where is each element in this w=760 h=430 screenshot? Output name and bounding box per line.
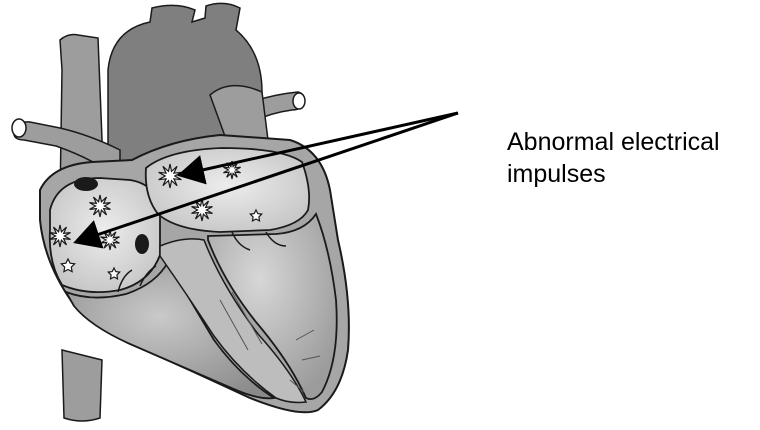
annotation-label: Abnormal electrical impulses — [507, 126, 752, 190]
inferior-vena-cava — [62, 350, 102, 421]
pulmonary-artery-left-opening — [12, 119, 26, 137]
atrioventricular-node-icon — [135, 234, 149, 254]
annotation-line-2: impulses — [507, 158, 752, 190]
annotation-line-1: Abnormal electrical — [507, 126, 752, 158]
sinoatrial-node-icon — [74, 177, 98, 191]
pulmonary-artery-right-opening — [293, 93, 305, 109]
